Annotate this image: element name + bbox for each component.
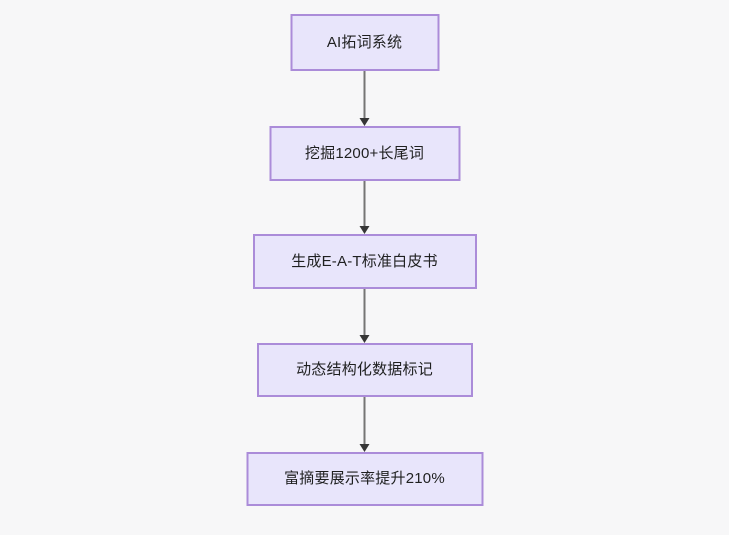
flowchart-node-n3[interactable]: 动态结构化数据标记 <box>256 343 473 397</box>
edge-line <box>363 181 366 226</box>
flowchart-edge-n1-n2 <box>359 181 370 234</box>
flowchart-node-n0[interactable]: AI拓词系统 <box>290 14 439 71</box>
flowchart-edge-n0-n1 <box>359 71 370 126</box>
node-label: 富摘要展示率提升210% <box>284 470 445 487</box>
edge-line <box>363 397 366 444</box>
arrow-down-icon <box>359 226 370 234</box>
flowchart-edge-n3-n4 <box>359 397 370 452</box>
flowchart-node-n2[interactable]: 生成E-A-T标准白皮书 <box>252 234 477 289</box>
flowchart-node-n1[interactable]: 挖掘1200+长尾词 <box>269 126 460 181</box>
flowchart-node-n4[interactable]: 富摘要展示率提升210% <box>246 452 483 506</box>
flowchart-edge-n2-n3 <box>359 289 370 343</box>
node-label: AI拓词系统 <box>326 33 403 51</box>
node-label: 动态结构化数据标记 <box>296 361 433 378</box>
arrow-down-icon <box>359 118 370 126</box>
edge-line <box>363 71 366 118</box>
arrow-down-icon <box>359 444 370 452</box>
arrow-down-icon <box>359 335 370 343</box>
node-label: 生成E-A-T标准白皮书 <box>291 252 438 270</box>
node-label: 挖掘1200+长尾词 <box>304 144 425 162</box>
edge-line <box>363 289 366 335</box>
